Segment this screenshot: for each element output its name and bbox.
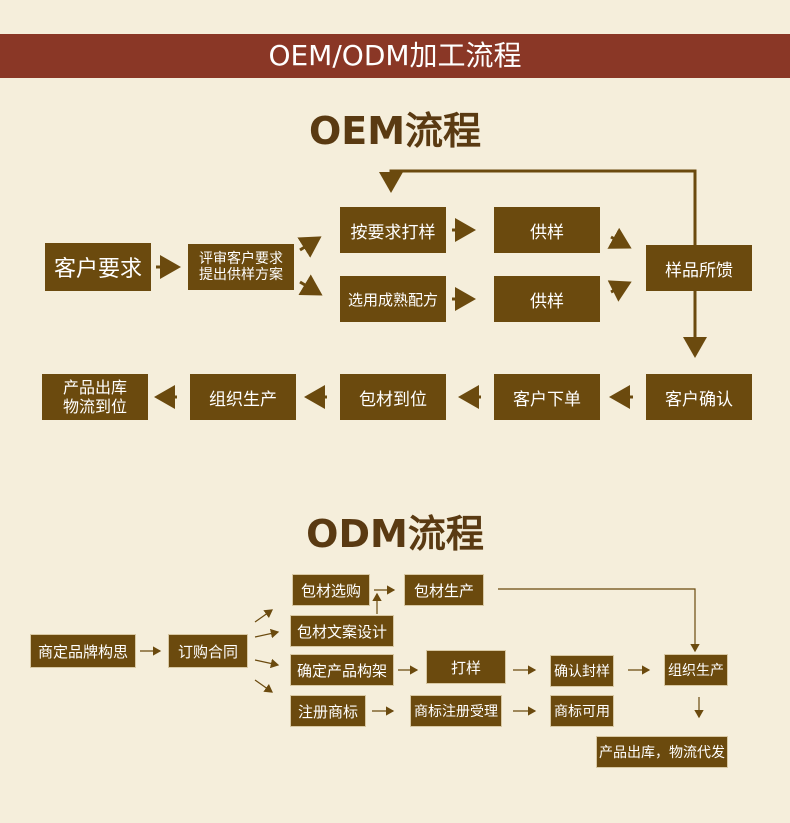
odm-packaging-production: 包材生产	[404, 574, 484, 606]
page-banner: OEM/ODM加工流程	[0, 34, 790, 78]
arrow-contract-purchase	[254, 609, 273, 623]
arrow-contract-copy	[254, 628, 280, 639]
odm-brand-concept: 商定品牌构思	[30, 634, 136, 668]
oem-proof-by-request: 按要求打样	[340, 207, 446, 253]
arrow-feedback-loop	[379, 169, 697, 245]
odm-title: ODM流程	[306, 512, 484, 556]
odm-confirm-seal-sample: 确认封样	[550, 655, 614, 687]
odm-confirm-product-structure: 确定产品构架	[290, 654, 394, 686]
oem-packaging-ready: 包材到位	[340, 374, 446, 420]
oem-select-formula: 选用成熟配方	[340, 276, 446, 322]
oem-review-line1: 评审客户要求	[199, 251, 283, 267]
odm-proofing: 打样	[426, 650, 506, 684]
oem-title: OEM流程	[308, 109, 482, 153]
arrow-review-proof	[297, 236, 322, 258]
odm-trademark-accepted: 商标注册受理	[410, 695, 502, 727]
odm-register-trademark: 注册商标	[290, 695, 366, 727]
odm-ship-and-deliver: 产品出库，物流代发	[596, 736, 728, 768]
odm-organize-production: 组织生产	[664, 654, 728, 686]
oem-shipping: 产品出库 物流到位	[42, 374, 148, 420]
arrow-sample2-feedback	[607, 280, 632, 302]
oem-review-proposal: 评审客户要求 提出供样方案	[188, 244, 294, 290]
arrow-sample1-feedback	[607, 227, 632, 249]
odm-packaging-copy-design: 包材文案设计	[290, 615, 394, 647]
arrow-packprod-organize	[498, 588, 700, 653]
oem-organize-production: 组织生产	[190, 374, 296, 420]
arrow-contract-trademark	[254, 679, 273, 693]
arrow-contract-structure	[254, 658, 280, 669]
odm-trademark-available: 商标可用	[550, 695, 614, 727]
oem-shipping-line1: 产品出库	[62, 378, 127, 397]
oem-supply-sample-2: 供样	[494, 276, 600, 322]
oem-review-line2: 提出供样方案	[199, 267, 283, 283]
odm-packaging-purchase: 包材选购	[292, 574, 370, 606]
oem-client-confirm: 客户确认	[646, 374, 752, 420]
oem-sample-feedback: 样品所馈	[646, 245, 752, 291]
odm-sign-contract: 订购合同	[168, 634, 248, 668]
oem-client-order: 客户下单	[494, 374, 600, 420]
oem-supply-sample-1: 供样	[494, 207, 600, 253]
arrow-review-select	[298, 274, 323, 296]
oem-shipping-line2: 物流到位	[62, 397, 127, 416]
oem-client-request: 客户要求	[45, 243, 151, 291]
